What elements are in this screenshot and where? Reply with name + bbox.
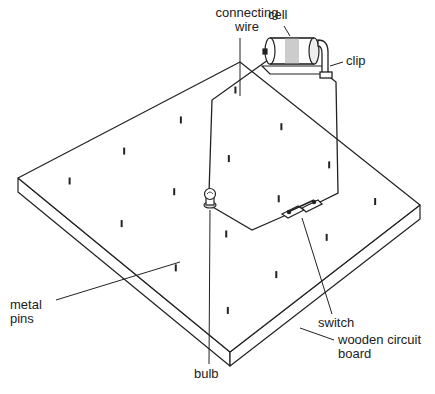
leader-line <box>240 38 241 96</box>
bulb <box>204 189 216 209</box>
part-label: metal pins <box>10 298 54 326</box>
metal-pin <box>278 195 280 202</box>
metal-pin <box>225 230 227 237</box>
switch <box>282 200 322 218</box>
part-label: clip <box>346 54 366 68</box>
metal-pin <box>228 155 230 162</box>
leader-lines <box>56 26 343 364</box>
leader-line <box>302 218 332 314</box>
part-label: wooden circuit board <box>338 333 428 361</box>
metal-pin <box>275 271 277 278</box>
metal-pin <box>69 178 71 185</box>
part-label: switch <box>318 316 354 330</box>
leader-line <box>209 210 210 364</box>
part-label: bulb <box>194 367 219 381</box>
metal-pin <box>123 148 125 155</box>
metal-pin <box>175 264 177 271</box>
metal-pin <box>173 188 175 195</box>
metal-pin <box>180 116 182 123</box>
metal-pin <box>374 198 376 205</box>
metal-pin <box>227 307 229 314</box>
metal-pin <box>326 234 328 241</box>
connecting-wire <box>209 60 268 193</box>
connecting-wire <box>211 206 284 230</box>
leader-line <box>56 262 180 300</box>
clip <box>318 40 332 78</box>
metal-pins <box>70 87 376 314</box>
metal-pin <box>280 123 282 130</box>
leader-line <box>330 62 343 66</box>
cell <box>262 38 330 74</box>
metal-pin <box>234 87 236 94</box>
board-top <box>18 62 420 352</box>
connecting-wire <box>316 74 338 204</box>
part-label: cell <box>268 8 288 22</box>
leader-line <box>284 26 290 36</box>
metal-pin <box>328 161 330 168</box>
metal-pin <box>121 220 123 227</box>
